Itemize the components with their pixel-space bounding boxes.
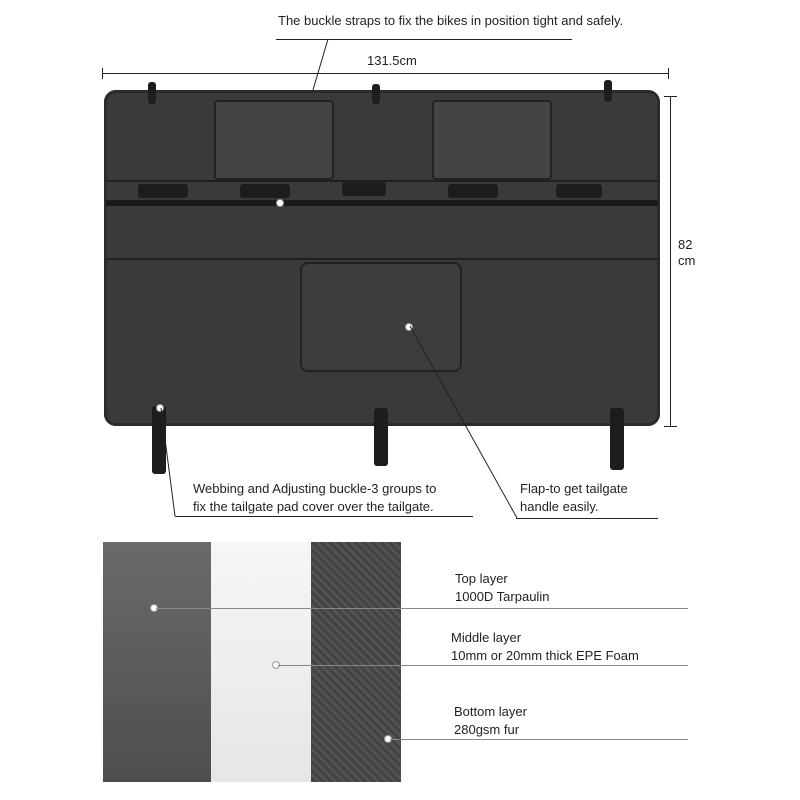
height-tick-bottom [664, 426, 677, 427]
height-dimension-line [670, 96, 671, 426]
bottom-layer-name: Bottom layer [454, 704, 527, 719]
buckle-annotation-underline [276, 39, 572, 40]
middle-layer-name: Middle layer [451, 630, 522, 645]
tailgate-flap [300, 262, 462, 372]
webbing-annotation-underline [175, 516, 473, 517]
height-tick-top [664, 96, 677, 97]
bottom-layer-swatch [311, 542, 401, 782]
bike-strap-5 [556, 184, 602, 198]
flap-annotation-line2: handle easily. [520, 499, 599, 514]
flap-leader-line [409, 325, 518, 519]
top-layer-material: 1000D Tarpaulin [455, 589, 550, 604]
upper-seam [106, 180, 658, 182]
bike-strap-4 [448, 184, 498, 198]
width-tick-right [668, 68, 669, 79]
tailgate-strap-right [610, 408, 624, 470]
top-clip-left [148, 82, 156, 104]
webbing-annotation-line1: Webbing and Adjusting buckle-3 groups to [193, 481, 437, 496]
bottom-layer-material: 280gsm fur [454, 722, 520, 737]
flap-annotation-underline [516, 518, 658, 519]
buckle-strap-annotation: The buckle straps to fix the bikes in po… [278, 13, 624, 28]
middle-layer-leader [278, 665, 688, 666]
top-pocket-left [214, 100, 334, 180]
height-label-unit: cm [678, 253, 696, 268]
tailgate-pad-body [104, 80, 660, 426]
top-layer-swatch [103, 542, 211, 782]
bottom-layer-leader [390, 739, 688, 740]
top-pocket-right [432, 100, 552, 180]
webbing-leader-line [160, 407, 176, 517]
buckle-marker-dot [276, 199, 284, 207]
width-dimension-line [102, 73, 668, 74]
bike-strap-1 [138, 184, 188, 198]
top-clip-right [604, 80, 612, 102]
lower-seam [106, 258, 658, 260]
flap-annotation-line1: Flap-to get tailgate [520, 481, 628, 496]
height-label-number: 82 [678, 237, 693, 252]
width-tick-left [102, 68, 103, 79]
top-clip-middle [372, 84, 380, 104]
bike-strap-2 [240, 184, 290, 198]
flap-marker-dot [405, 323, 413, 331]
webbing-marker-dot [156, 404, 164, 412]
top-layer-name: Top layer [455, 571, 508, 586]
webbing-annotation-line2: fix the tailgate pad cover over the tail… [193, 499, 434, 514]
tailgate-strap-middle [374, 408, 388, 466]
middle-layer-material: 10mm or 20mm thick EPE Foam [451, 648, 639, 663]
middle-layer-swatch [211, 542, 311, 782]
width-label: 131.5cm [367, 53, 417, 68]
top-layer-leader [156, 608, 688, 609]
bike-strap-3 [342, 182, 386, 196]
strap-belt [106, 200, 658, 206]
